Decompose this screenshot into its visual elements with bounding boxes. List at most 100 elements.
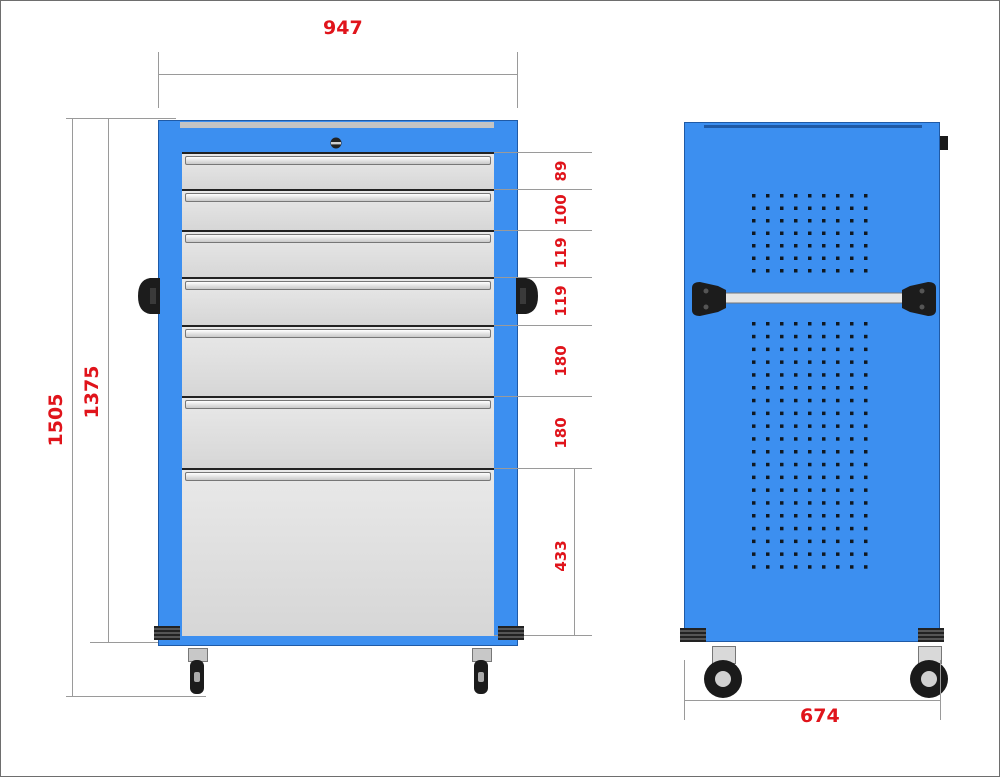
pegboard-hole	[864, 322, 868, 326]
pegboard-hole	[794, 462, 798, 467]
pegboard-hole	[808, 269, 812, 273]
pegboard-hole	[794, 514, 798, 518]
height-extension-top	[66, 118, 176, 119]
pegboard-hole	[808, 462, 812, 467]
pegboard-hole	[808, 206, 812, 210]
pegboard-hole	[780, 206, 784, 210]
pegboard-hole	[836, 488, 840, 492]
pegboard-hole	[780, 231, 784, 235]
pegboard-lower	[752, 322, 868, 569]
pegboard-hole	[808, 526, 812, 531]
depth-extension-left	[684, 660, 685, 720]
pegboard-hole	[766, 437, 770, 441]
pegboard-hole	[822, 526, 826, 531]
drawer-2	[182, 189, 494, 231]
pegboard-hole	[794, 373, 798, 377]
pegboard-hole	[836, 424, 840, 428]
pegboard-hole	[752, 424, 756, 428]
pegboard-hole	[864, 475, 868, 480]
pegboard-hole	[836, 347, 840, 352]
pegboard-hole	[808, 256, 812, 260]
pegboard-hole	[850, 526, 854, 531]
drawer-6	[182, 396, 494, 469]
pegboard-hole	[864, 411, 868, 416]
pegboard-hole	[864, 488, 868, 492]
pegboard-hole	[780, 322, 784, 326]
pegboard-hole	[766, 256, 770, 260]
width-label: 947	[323, 17, 363, 39]
pegboard-hole	[766, 206, 770, 210]
drawer-3	[182, 230, 494, 278]
pegboard-hole	[752, 231, 756, 235]
pegboard-hole	[780, 386, 784, 390]
pegboard-hole	[794, 269, 798, 273]
pegboard-hole	[864, 231, 868, 235]
body-height-dimension-line	[108, 118, 109, 642]
pegboard-hole	[780, 347, 784, 352]
pegboard-hole	[766, 526, 770, 531]
pegboard-hole	[822, 514, 826, 518]
pegboard-hole	[864, 194, 868, 198]
pegboard-hole	[794, 231, 798, 235]
pegboard-hole	[836, 475, 840, 480]
pegboard-hole	[766, 411, 770, 416]
pegboard-hole	[808, 347, 812, 352]
pegboard-hole	[836, 539, 840, 544]
pegboard-upper	[752, 194, 868, 273]
pegboard-hole	[752, 269, 756, 273]
pegboard-hole	[836, 360, 840, 364]
overall-height-dimension-line	[72, 118, 73, 696]
drawer-ext-line	[494, 277, 592, 278]
drawer-handle	[185, 400, 491, 409]
pegboard-hole	[864, 256, 868, 260]
pegboard-hole	[836, 462, 840, 467]
pegboard-hole	[850, 450, 854, 454]
pegboard-hole	[780, 424, 784, 428]
drawer-ext-line	[494, 635, 592, 636]
lock-icon	[329, 135, 343, 149]
pegboard-hole	[780, 360, 784, 364]
pegboard-hole	[766, 462, 770, 467]
pegboard-hole	[850, 256, 854, 260]
pegboard-hole	[752, 514, 756, 518]
caster-wheel-icon	[186, 648, 208, 694]
pegboard-hole	[780, 501, 784, 505]
pegboard-hole	[836, 526, 840, 531]
pegboard-hole	[794, 347, 798, 352]
pegboard-hole	[864, 424, 868, 428]
pegboard-hole	[752, 386, 756, 390]
pegboard-hole	[780, 398, 784, 403]
pegboard-hole	[864, 360, 868, 364]
caster-wheel-icon	[470, 648, 492, 694]
pegboard-hole	[864, 437, 868, 441]
pegboard-hole	[836, 334, 840, 339]
pegboard-hole	[808, 244, 812, 248]
push-handle-icon[interactable]	[692, 282, 936, 316]
depth-label: 674	[800, 705, 840, 727]
pegboard-hole	[836, 373, 840, 377]
pegboard-hole	[794, 194, 798, 198]
pegboard-hole	[752, 526, 756, 531]
pegboard-hole	[808, 411, 812, 416]
pegboard-hole	[780, 256, 784, 260]
pegboard-hole	[752, 539, 756, 544]
drawer-4	[182, 277, 494, 326]
pegboard-hole	[850, 552, 854, 556]
drawer-ext-line	[494, 468, 592, 469]
pegboard-hole	[780, 411, 784, 416]
pegboard-hole	[864, 244, 868, 248]
pegboard-hole	[752, 462, 756, 467]
pegboard-hole	[794, 360, 798, 364]
pegboard-hole	[864, 552, 868, 556]
pegboard-hole	[808, 539, 812, 544]
pegboard-hole	[822, 475, 826, 480]
pegboard-hole	[836, 244, 840, 248]
drawer-1	[182, 152, 494, 190]
drawer-ext-line	[494, 152, 592, 153]
pegboard-hole	[822, 322, 826, 326]
pegboard-hole	[822, 552, 826, 556]
pegboard-hole	[808, 475, 812, 480]
pegboard-hole	[836, 565, 840, 569]
width-extension-right	[517, 52, 518, 108]
